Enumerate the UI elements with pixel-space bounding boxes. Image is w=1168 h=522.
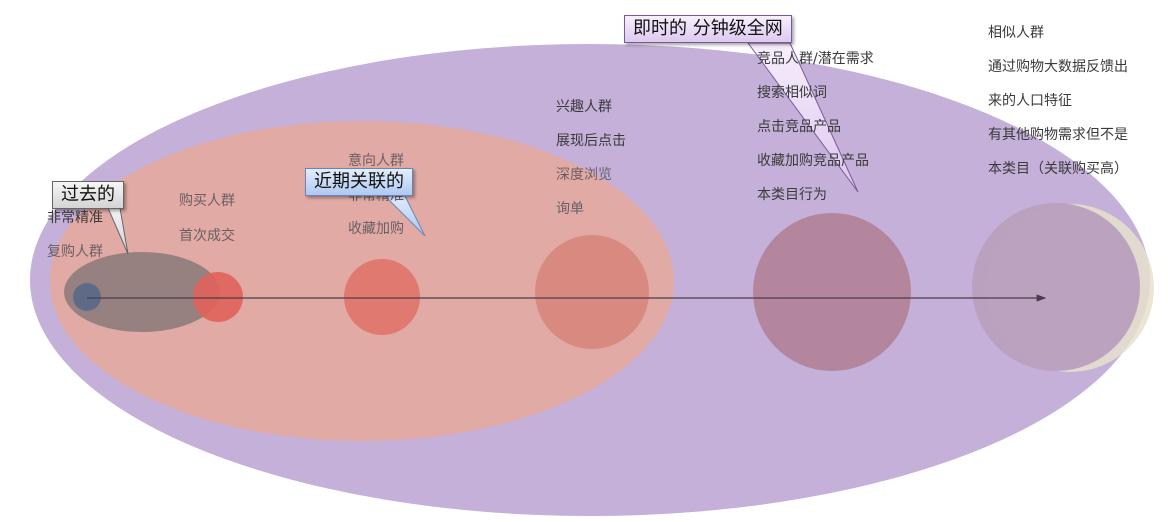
repurchase-circle bbox=[73, 283, 101, 311]
col5-line-1: 搜索相似词 bbox=[757, 85, 827, 101]
purchase-circle bbox=[193, 272, 243, 322]
col6-line-4: 本类目（关联购买高） bbox=[988, 161, 1128, 177]
col2-line-1: 首次成交 bbox=[179, 228, 235, 244]
col4-line-1: 展现后点击 bbox=[556, 133, 626, 149]
past-region-ellipse bbox=[64, 252, 220, 332]
similar-circle bbox=[972, 203, 1140, 371]
col5-line-4: 本类目行为 bbox=[757, 187, 827, 203]
recent-callout-pointer bbox=[383, 195, 426, 237]
interest-circle bbox=[535, 235, 649, 349]
col6-line-1: 通过购物大数据反馈出 bbox=[988, 59, 1128, 75]
callout-past: 过去的 bbox=[52, 181, 124, 209]
col6-line-3: 有其他购物需求但不是 bbox=[988, 127, 1128, 143]
col5-line-3: 收藏加购竞品产品 bbox=[757, 153, 869, 169]
callout-recent: 近期关联的 bbox=[305, 168, 413, 196]
col4-line-0: 兴趣人群 bbox=[556, 99, 612, 115]
realtime-callout-pointer bbox=[747, 42, 859, 193]
col6-line-2: 来的人口特征 bbox=[988, 93, 1072, 109]
callout-realtime: 即时的 分钟级全网 bbox=[624, 15, 792, 43]
col6-line-0: 相似人群 bbox=[988, 25, 1044, 41]
col3-line-2: 收藏加购 bbox=[348, 221, 404, 237]
col1-line-0: 非常精准 bbox=[47, 210, 103, 226]
col3-line-0: 意向人群 bbox=[348, 153, 404, 169]
intent-circle bbox=[344, 259, 420, 335]
col4-line-2: 深度浏览 bbox=[556, 167, 612, 183]
col5-line-0: 竞品人群/潜在需求 bbox=[757, 51, 874, 67]
col5-line-2: 点击竞品产品 bbox=[757, 119, 841, 135]
competitor-circle bbox=[753, 213, 911, 371]
col1-line-1: 复购人群 bbox=[47, 244, 103, 260]
col4-line-3: 询单 bbox=[556, 201, 584, 217]
col2-line-0: 购买人群 bbox=[179, 193, 235, 209]
